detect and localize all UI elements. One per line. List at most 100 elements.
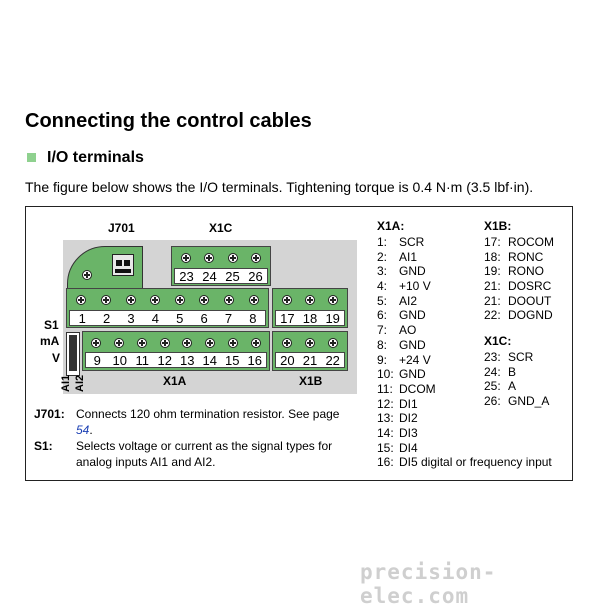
terminal-id: 9: (377, 352, 388, 367)
terminal-number: 4 (151, 311, 159, 326)
x1b-label: X1B (299, 374, 323, 388)
s1-note-text-2: analog inputs AI1 and AI2. (76, 455, 216, 469)
terminal-id: 5: (377, 293, 388, 308)
x1a-list-item: 11:DCOM (377, 382, 552, 397)
watermark: precision-elec.com (360, 560, 497, 608)
x1c-terminal-numbers: 23 24 25 26 (174, 268, 268, 284)
x1a-top-screws (69, 293, 266, 307)
terminal-number: 20 (280, 353, 295, 368)
page-link[interactable]: 54 (76, 423, 90, 437)
terminal-signal: SCR (508, 350, 534, 364)
terminal-number: 16 (247, 353, 262, 368)
x1a-top-terminal-numbers: 1 2 3 4 5 6 7 8 (69, 310, 266, 326)
j701-jumper (112, 254, 134, 276)
x1a-list-item: 16:DI5 digital or frequency input (377, 455, 552, 470)
terminal-signal: DI5 digital or frequency input (399, 455, 552, 470)
terminal-number: 17 (280, 311, 295, 326)
terminal-id: 10: (377, 367, 394, 382)
terminal-id: 1: (377, 235, 388, 249)
terminal-signal: AI1 (399, 249, 418, 264)
jumper-bar (115, 269, 131, 273)
x1a-list-item: 15: DI4 (377, 441, 552, 456)
jumper-pin (124, 260, 130, 266)
terminal-signal: AI2 (399, 293, 418, 308)
terminal-signal: RONC (508, 249, 544, 264)
terminal-id: 24: (484, 364, 501, 379)
screw-icon (182, 338, 193, 348)
jumper-pin (116, 260, 122, 266)
terminal-number: 13 (180, 353, 195, 368)
x1b-list-item: 21:DOSRC (484, 279, 554, 294)
x1a-list-item: 2: AI1 (377, 250, 552, 265)
screw-icon (328, 338, 339, 348)
screw-icon (205, 338, 216, 348)
x1c-list-title: X1C: (484, 334, 512, 348)
screw-icon (248, 295, 259, 305)
page-heading: Connecting the control cables (25, 110, 312, 132)
j701-note-key: J701: (34, 407, 65, 421)
terminal-id: 19: (484, 264, 501, 279)
terminal-signal: DI4 (399, 440, 418, 455)
screw-icon (82, 270, 92, 280)
terminal-signal: DOOUT (508, 293, 552, 308)
terminal-signal: RONO (508, 264, 544, 279)
terminal-number: 19 (325, 311, 340, 326)
s1-switch[interactable] (66, 332, 80, 376)
screw-icon (251, 253, 262, 263)
terminal-signal: DI3 (399, 425, 418, 440)
terminal-number: 7 (224, 311, 233, 326)
terminal-id: 13: (377, 411, 394, 426)
x1a-list-item: 6:GND (377, 308, 552, 323)
terminal-number: 25 (225, 269, 240, 284)
terminal-id: 25: (484, 379, 501, 394)
x1a-list-title: X1A: (377, 219, 405, 233)
screw-icon (281, 295, 292, 305)
screw-icon (304, 295, 315, 305)
figure-frame (25, 206, 573, 481)
screw-icon (328, 295, 339, 305)
terminal-id: 15: (377, 440, 394, 455)
x1b-top-screws (275, 293, 345, 307)
terminal-number: 23 (179, 269, 194, 284)
x1b-list-item: 22:DOGND (484, 308, 554, 323)
terminal-number: 24 (202, 269, 217, 284)
x1a-list-item: 7:AO (377, 323, 552, 338)
s1-note: S1: (34, 439, 53, 453)
j701-note-end: . (89, 423, 93, 437)
x1c-list-item: 25: A (484, 379, 549, 394)
x1c-screws (174, 251, 268, 265)
terminal-number: 12 (157, 353, 172, 368)
terminal-number: 8 (249, 311, 257, 326)
screw-icon (204, 253, 215, 263)
x1b-list-item: 17:ROCOM (484, 235, 554, 250)
terminal-id: 3: (377, 264, 388, 279)
terminal-number: 14 (202, 353, 217, 368)
screw-icon (159, 338, 170, 348)
terminal-id: 8: (377, 337, 388, 352)
j701-note-text: Connects 120 ohm termination resistor. S… (76, 407, 340, 421)
terminal-signal: B (508, 364, 517, 379)
x1b-bottom-terminal-numbers: 20 21 22 (275, 352, 345, 368)
terminal-signal: GND (399, 308, 426, 323)
terminal-id: 21: (484, 293, 501, 308)
terminal-number: 11 (135, 353, 150, 368)
x1b-list-title: X1B: (484, 219, 512, 233)
terminal-signal: GND (399, 367, 426, 382)
terminal-signal: GND (399, 264, 426, 279)
screw-icon (76, 295, 87, 305)
terminal-id: 4: (377, 279, 388, 294)
terminal-id: 7: (377, 323, 388, 338)
x1a-list-item: 13:DI2 (377, 411, 552, 426)
screw-icon (227, 338, 238, 348)
terminal-id: 2: (377, 249, 388, 264)
terminal-number: 3 (127, 311, 135, 326)
x1b-bottom-screws (275, 336, 345, 350)
terminal-signal: GND_A (508, 394, 550, 409)
terminal-signal: A (508, 379, 517, 394)
x1a-bottom-screws (85, 336, 267, 350)
x1a-list-item: 1:SCR (377, 235, 552, 250)
screw-icon (136, 338, 147, 348)
s1-note-text: Selects voltage or current as the signal… (76, 439, 333, 453)
